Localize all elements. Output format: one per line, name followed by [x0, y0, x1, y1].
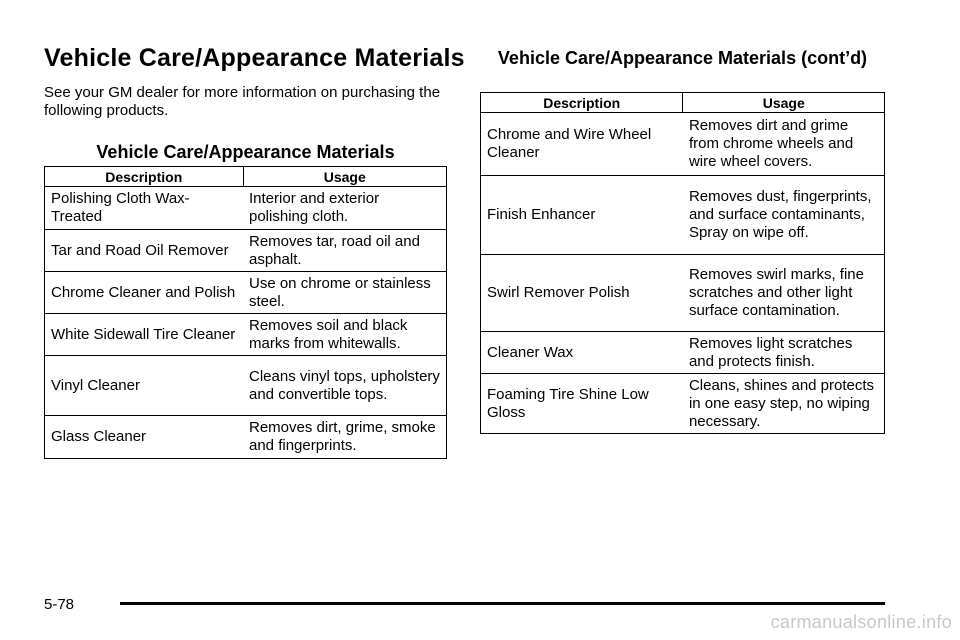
column-header-usage: Usage — [242, 166, 447, 187]
description-cell: Vinyl Cleaner — [44, 355, 243, 416]
table-row: Polishing Cloth Wax-Treated Interior and… — [44, 186, 447, 230]
footer-rule — [120, 602, 885, 605]
intro-text: See your GM dealer for more information … — [44, 84, 441, 119]
usage-cell: Removes dirt, grime, smoke and fingerpri… — [243, 415, 447, 459]
usage-cell: Removes swirl marks, fine scratches and … — [682, 254, 885, 332]
usage-cell: Removes dirt and grime from chrome wheel… — [682, 112, 885, 176]
table-row: Swirl Remover Polish Removes swirl marks… — [479, 254, 885, 332]
left-table-heading: Vehicle Care/Appearance Materials — [96, 142, 395, 162]
description-cell: Swirl Remover Polish — [479, 254, 683, 332]
care-materials-table: Description Usage Polishing Cloth Wax-Tr… — [44, 166, 447, 459]
usage-cell: Cleans vinyl tops, upholstery and conver… — [243, 355, 447, 416]
description-cell: Polishing Cloth Wax-Treated — [44, 186, 243, 230]
column-header-usage: Usage — [682, 92, 885, 113]
table-row: Vinyl Cleaner Cleans vinyl tops, upholst… — [44, 355, 447, 416]
description-cell: Foaming Tire Shine Low Gloss — [479, 373, 683, 434]
table-row: White Sidewall Tire Cleaner Removes soil… — [44, 313, 447, 356]
usage-cell: Removes dust, fingerprints, and surface … — [682, 175, 885, 255]
table-row: Chrome and Wire Wheel Cleaner Removes di… — [479, 112, 885, 176]
usage-cell: Cleans, shines and protects in one easy … — [682, 373, 885, 434]
table-row: Finish Enhancer Removes dust, fingerprin… — [479, 175, 885, 255]
table-row: Chrome Cleaner and Polish Use on chrome … — [44, 271, 447, 314]
usage-cell: Removes soil and black marks from whitew… — [243, 313, 447, 356]
description-cell: White Sidewall Tire Cleaner — [44, 313, 243, 356]
page-number: 5-78 — [44, 596, 75, 613]
table-row: Tar and Road Oil Remover Removes tar, ro… — [44, 229, 447, 272]
description-cell: Cleaner Wax — [479, 331, 683, 374]
table-header-row: Description Usage — [479, 92, 885, 113]
usage-cell: Use on chrome or stainless steel. — [243, 271, 447, 314]
usage-cell: Removes light scratches and protects fin… — [682, 331, 885, 374]
table-row: Glass Cleaner Removes dirt, grime, smoke… — [44, 415, 447, 459]
description-cell: Tar and Road Oil Remover — [44, 229, 243, 272]
column-header-description: Description — [479, 92, 684, 113]
description-cell: Glass Cleaner — [44, 415, 243, 459]
description-cell: Chrome and Wire Wheel Cleaner — [479, 112, 683, 176]
right-table-heading: Vehicle Care/Appearance Materials (cont’… — [497, 48, 868, 68]
description-cell: Chrome Cleaner and Polish — [44, 271, 243, 314]
table-row: Foaming Tire Shine Low Gloss Cleans, shi… — [479, 373, 885, 434]
column-header-description: Description — [44, 166, 244, 187]
usage-cell: Removes tar, road oil and asphalt. — [243, 229, 447, 272]
watermark: carmanualsonline.info — [770, 612, 952, 632]
table-header-row: Description Usage — [44, 166, 447, 187]
table-row: Cleaner Wax Removes light scratches and … — [479, 331, 885, 374]
usage-cell: Interior and exterior polishing cloth. — [243, 186, 447, 230]
description-cell: Finish Enhancer — [479, 175, 683, 255]
care-materials-table-continued: Description Usage Chrome and Wire Wheel … — [479, 92, 885, 434]
page-title: Vehicle Care/Appearance Materials — [44, 44, 465, 72]
